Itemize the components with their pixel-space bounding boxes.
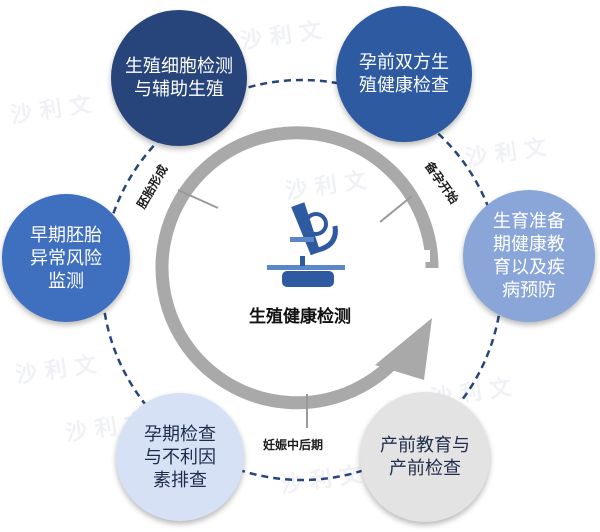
stage-node-label: 孕前双方生 殖健康检查 [359, 52, 449, 96]
phase-tick-prep [379, 195, 413, 223]
stage-node-early-embryo-monitoring: 早期胚胎 异常风险 监测 [2, 194, 130, 322]
stage-node-pregnancy-screening: 孕期检查 与不利因 素排查 [116, 393, 244, 521]
stage-node-preparation-education: 生育准备 期健康教 育以及疾 病预防 [463, 190, 595, 322]
phase-tick-embryo [177, 189, 219, 209]
stage-node-label: 生育准备 期健康教 育以及疾 病预防 [493, 211, 565, 301]
stage-node-germ-cell-testing: 生殖细胞检测 与辅助生殖 [111, 10, 247, 146]
phase-label-mid-late-pregnancy: 妊娠中后期 [263, 438, 324, 452]
microscope-icon [267, 202, 345, 287]
stage-node-preconception-check: 孕前双方生 殖健康检查 [336, 6, 472, 142]
cycle-arrow-head [375, 318, 432, 380]
stage-node-label: 孕期检查 与不利因 素排查 [144, 423, 216, 491]
stage-node-prenatal-education: 产前教育与 产前检查 [360, 392, 490, 522]
stage-node-label: 生殖细胞检测 与辅助生殖 [125, 56, 233, 100]
stage-node-label: 早期胚胎 异常风险 监测 [30, 224, 102, 292]
arrow-gap [420, 250, 430, 262]
center-title: 生殖健康检测 [249, 307, 351, 327]
cycle-arrow [155, 126, 439, 410]
stage-node-label: 产前教育与 产前检查 [380, 435, 470, 479]
